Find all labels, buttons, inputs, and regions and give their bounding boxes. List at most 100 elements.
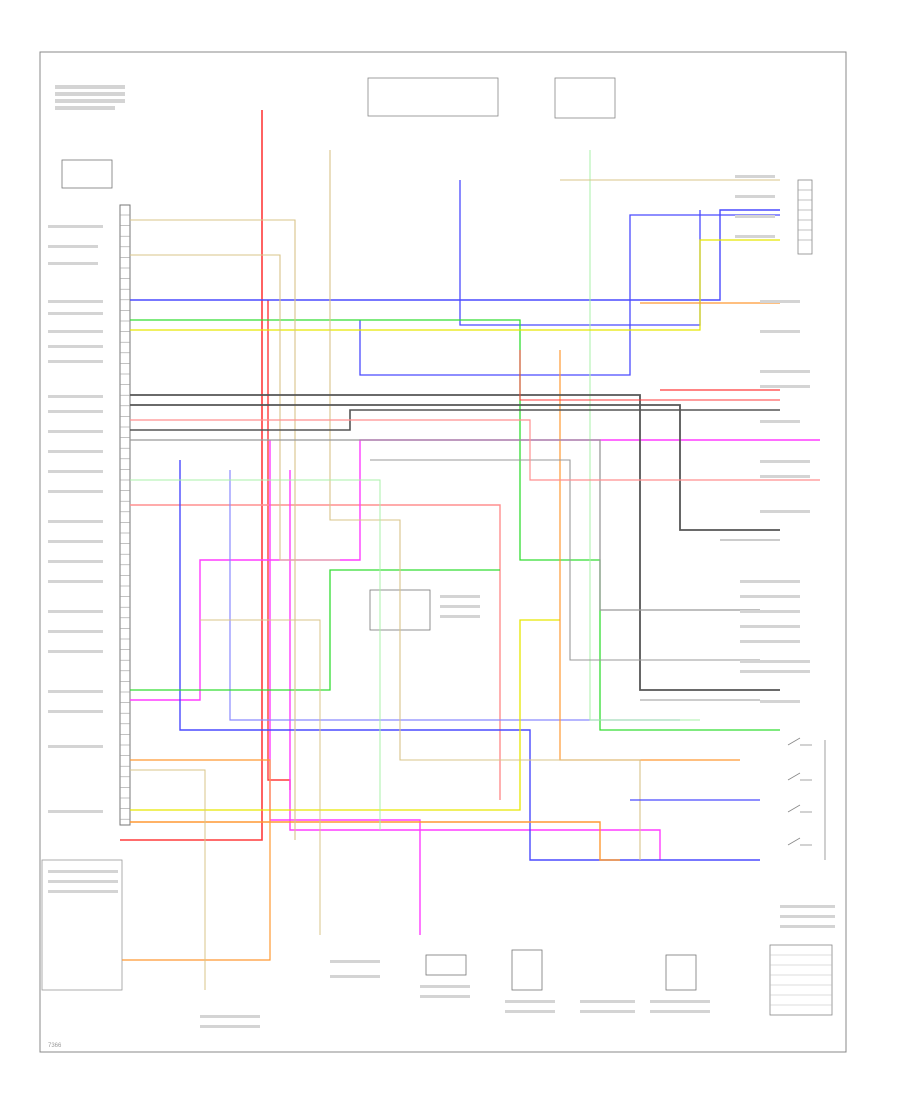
top-left-component [61,159,113,189]
wire-magenta-4 [269,440,421,935]
label-block-5 [48,245,98,248]
label-block-32 [735,175,775,178]
label-block-20 [48,560,103,563]
wire-yellow-14 [130,619,560,811]
label-block-60 [505,1000,555,1003]
footer-code: 7366 [48,1043,62,1049]
label-block-68 [330,960,380,963]
label-block-2 [55,99,125,103]
label-block-44 [740,580,800,583]
label-block-23 [48,630,103,633]
label-block-38 [760,370,810,373]
label-block-33 [735,195,775,198]
ecm-connector [119,204,131,826]
diagram-frame [39,51,847,1053]
label-block-57 [440,615,480,618]
label-block-11 [48,360,103,363]
label-block-63 [580,1010,635,1013]
label-block-26 [48,710,103,713]
wire-dark-gray-24 [130,404,780,531]
label-block-64 [650,1000,710,1003]
label-block-36 [760,300,800,303]
label-block-6 [48,262,98,265]
wire-light-green-31 [130,479,381,830]
label-block-48 [740,640,800,643]
label-block-62 [580,1000,635,1003]
label-block-69 [330,975,380,978]
label-block-55 [440,595,480,598]
label-block-10 [48,345,103,348]
label-block-13 [48,410,103,413]
wire-gray-26 [130,439,760,611]
wires [120,110,820,990]
label-block-35 [735,235,775,238]
label-block-39 [760,385,810,388]
label-block-50 [740,670,810,673]
right-connector [797,179,813,255]
wire-green-11 [130,319,780,731]
label-block-22 [48,610,103,613]
wire-pink-28 [130,419,820,481]
label-block-24 [48,650,103,653]
wire-blue-6 [130,209,780,301]
wire-red-0 [120,110,263,841]
label-block-29 [48,870,118,873]
label-block-67 [200,1025,260,1028]
wire-orange-33 [122,759,271,961]
wire-gray-27 [370,459,760,661]
label-block-3 [55,106,115,110]
wire-red-30 [519,350,780,401]
label-block-51 [760,700,800,703]
label-block-61 [505,1010,555,1013]
label-block-25 [48,690,103,693]
label-block-28 [48,810,103,813]
wire-orange-16 [130,821,620,861]
wire-magenta-5 [289,470,661,860]
label-block-14 [48,430,103,433]
label-block-21 [48,580,103,583]
label-block-56 [440,605,480,608]
wire-orange-17 [559,350,740,761]
wire-pink-2 [130,504,501,800]
main-relay-box [554,77,616,119]
wire-light-blue-10 [229,470,680,721]
label-block-9 [48,330,103,333]
label-block-59 [420,995,470,998]
wire-light-green-13 [589,150,700,721]
label-block-49 [740,660,810,663]
label-block-41 [760,460,810,463]
wire-dark-gray-23 [130,394,780,691]
label-block-58 [420,985,470,988]
label-block-46 [740,610,800,613]
wire-tan-32 [200,619,321,935]
label-block-52 [780,905,835,908]
label-block-31 [48,890,118,893]
engine-fuse-box [367,77,499,117]
label-block-18 [48,520,103,523]
label-block-34 [735,215,775,218]
labels [48,85,835,1028]
label-block-45 [740,595,800,598]
label-block-43 [760,510,810,513]
bottom-right-table [769,944,833,1016]
label-block-17 [48,490,103,493]
label-block-1 [55,92,125,96]
label-block-15 [48,450,103,453]
label-block-40 [760,420,800,423]
label-block-8 [48,312,103,315]
wire-red-1 [267,300,291,790]
bottom-component-2 [511,949,543,991]
label-block-42 [760,475,810,478]
wire-blue-9 [359,214,780,376]
label-block-0 [55,85,125,89]
wire-yellow-15 [130,239,780,331]
label-block-7 [48,300,103,303]
label-block-65 [650,1010,710,1013]
label-block-30 [48,880,118,883]
wire-tan-22 [130,254,340,561]
bottom-left-switch-box [41,859,123,991]
bottom-component-3 [665,954,697,991]
label-block-66 [200,1015,260,1018]
label-block-4 [48,225,103,228]
